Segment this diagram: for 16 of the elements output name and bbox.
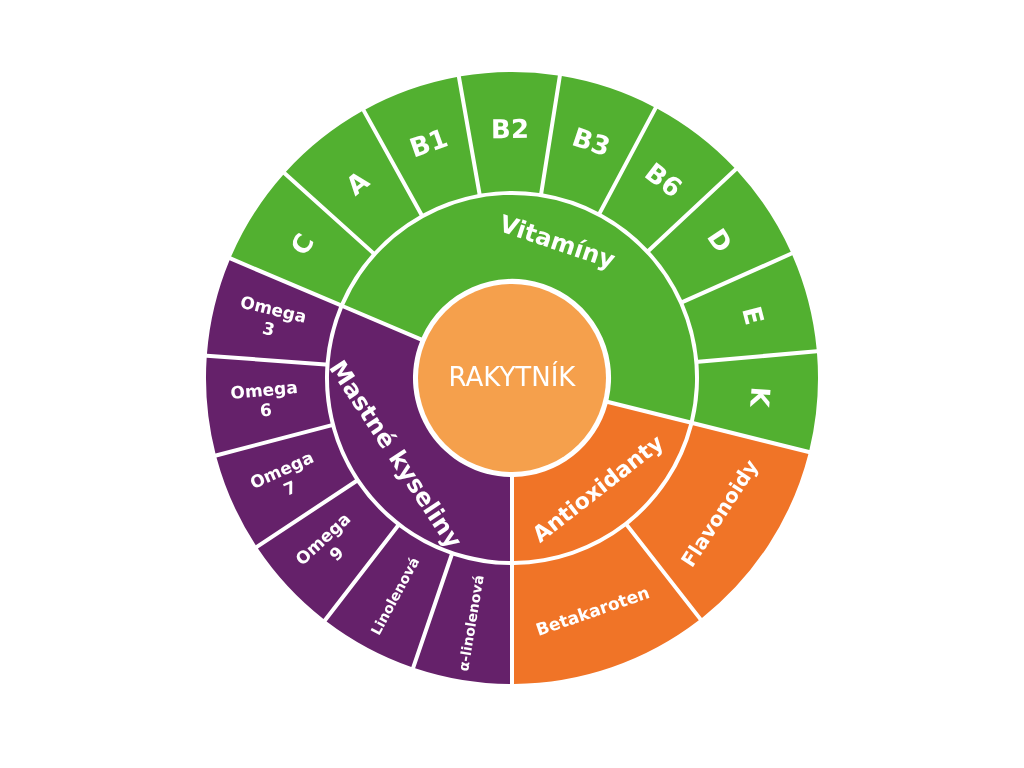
outer-ring-segment	[460, 72, 558, 194]
segment-label: RAKYTNÍK	[447, 363, 577, 393]
segment-label: E	[735, 302, 771, 330]
segment-label: B3	[567, 120, 615, 165]
segment-label: B1	[405, 121, 453, 166]
outer-ring-segment	[206, 357, 331, 454]
segment-label: D	[700, 222, 740, 260]
segment-label: Omega 3	[237, 291, 310, 342]
segment-label: Omega 6	[228, 377, 300, 423]
outer-ring-segment	[683, 255, 817, 360]
segment-label: K	[743, 385, 777, 411]
outer-ring-segment	[693, 353, 818, 451]
segment-label: A	[338, 164, 376, 204]
segment-label: C	[283, 227, 321, 263]
segment-label: B2	[489, 114, 530, 146]
segment-label: B6	[638, 156, 689, 206]
